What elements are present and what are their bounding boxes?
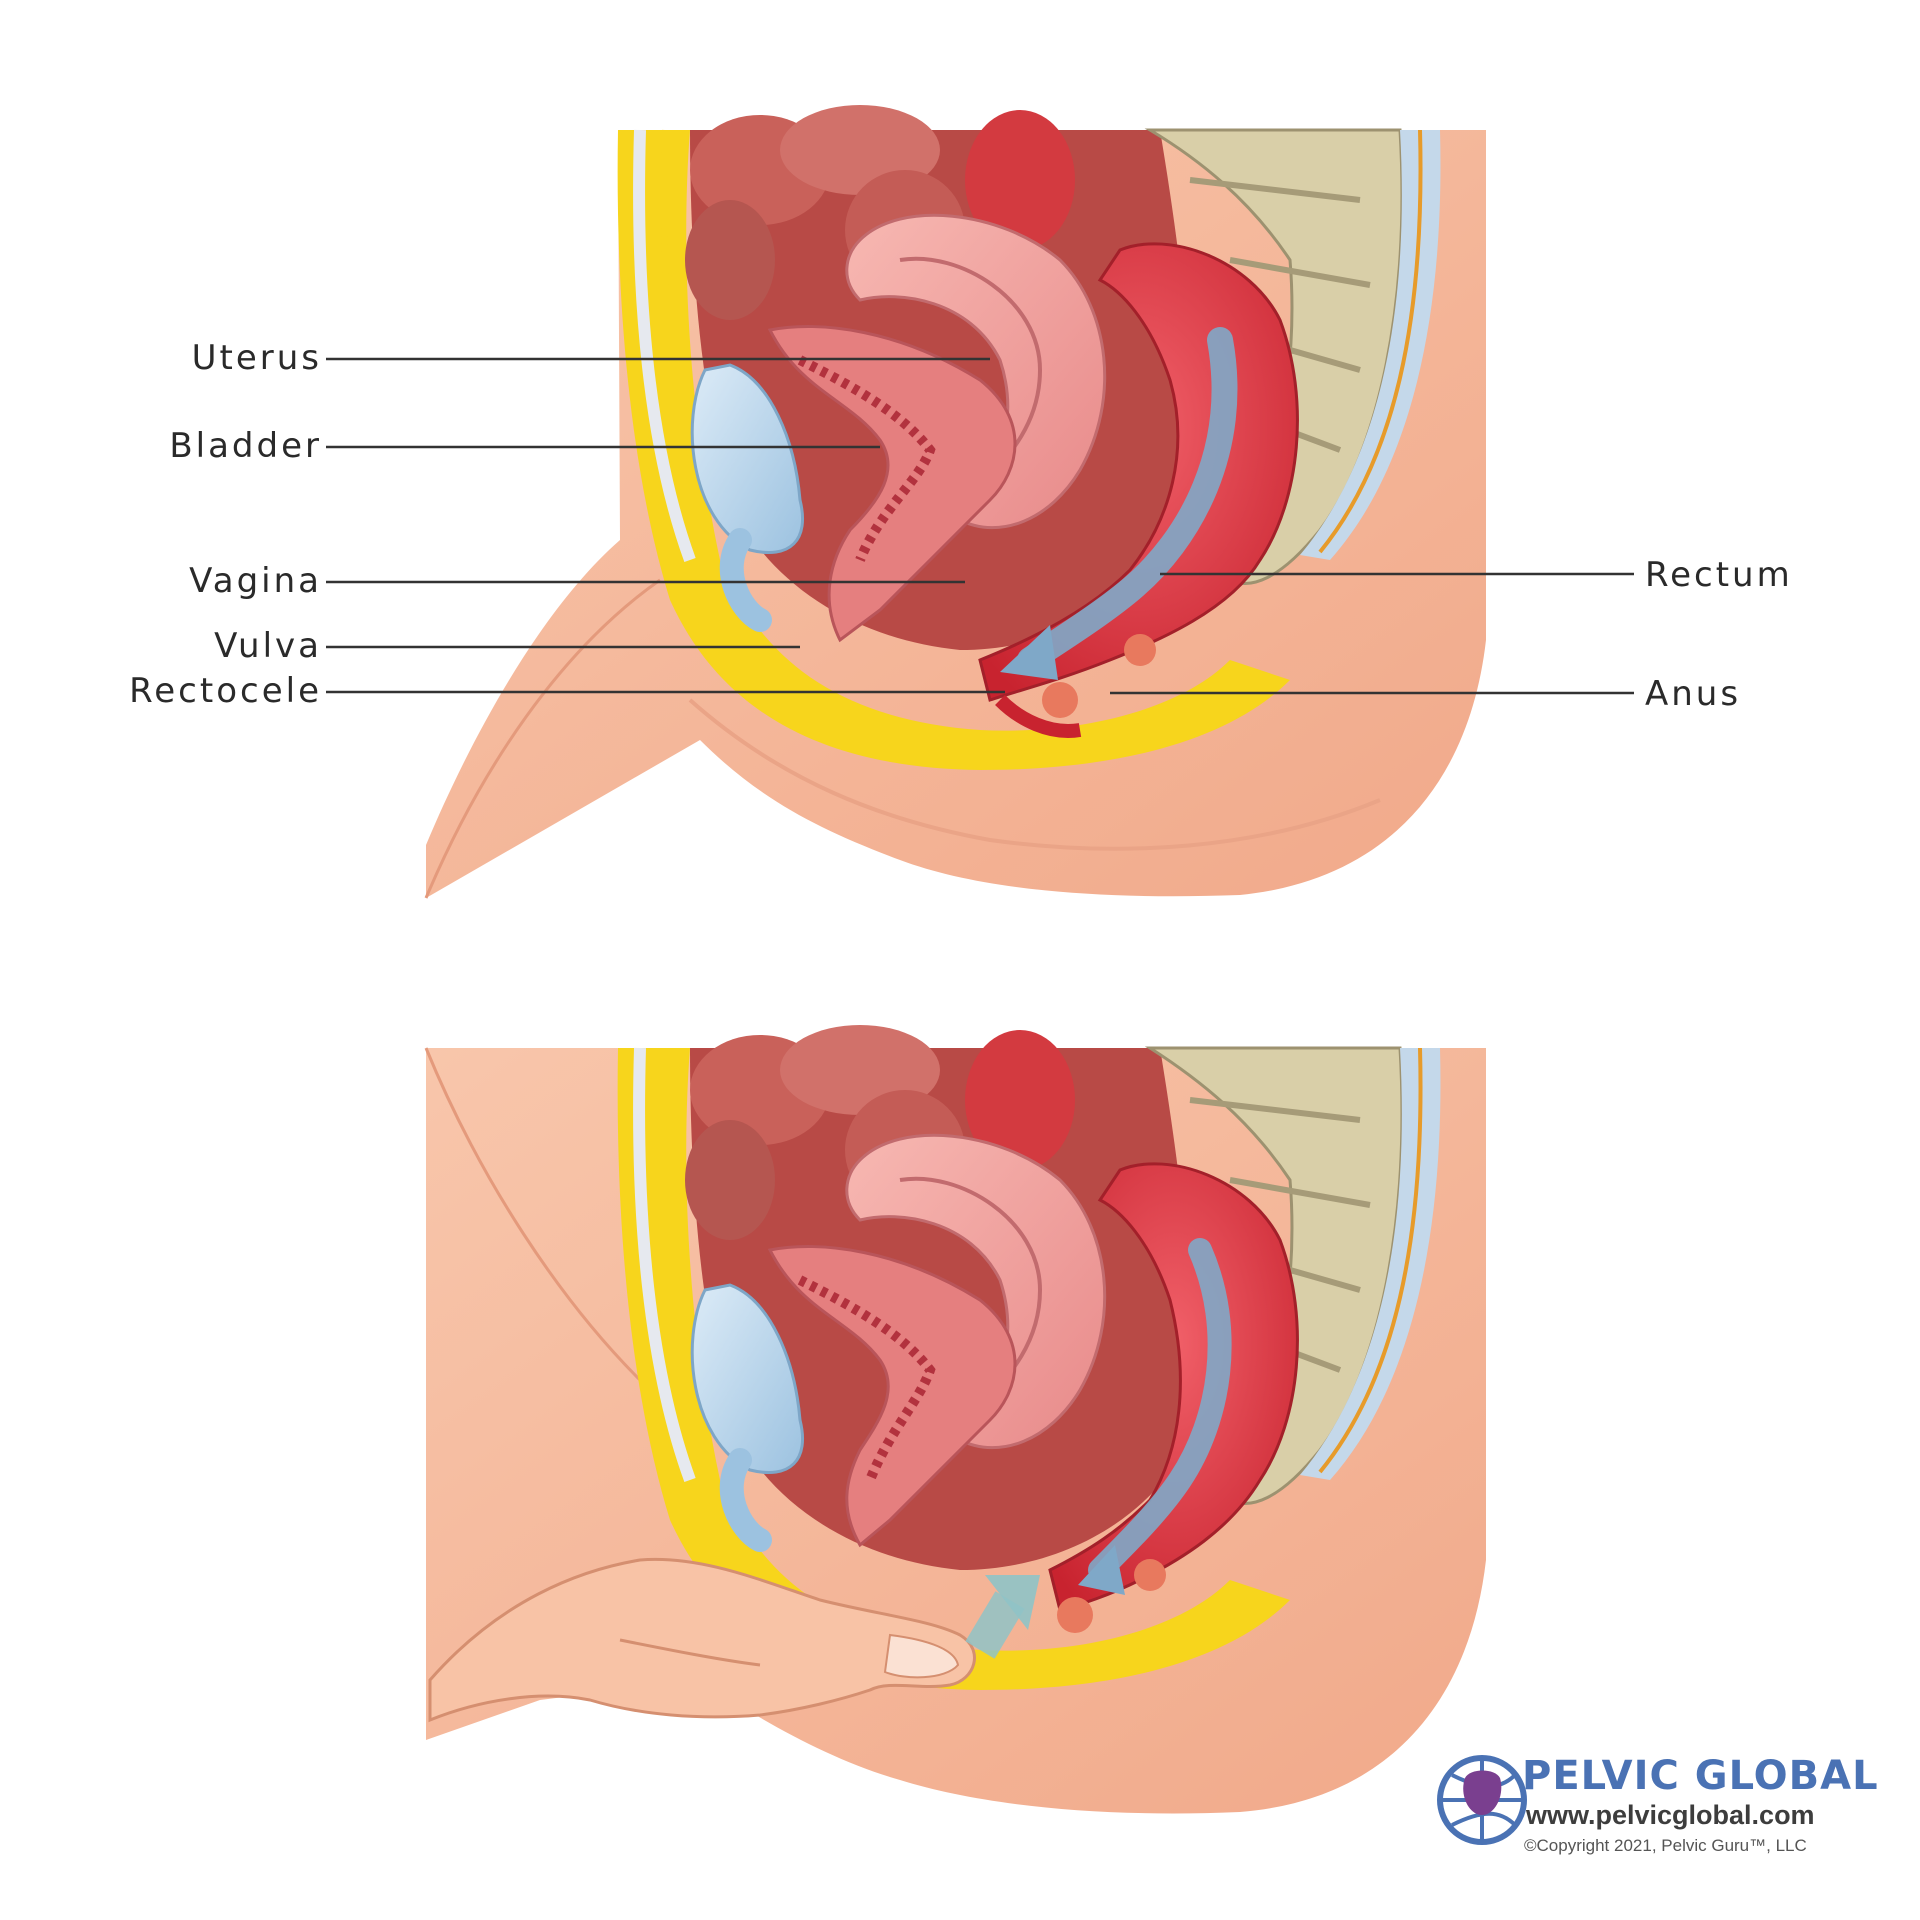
label-rectocele: Rectocele [129,671,322,711]
top-panel-illustration [424,105,1486,899]
label-uterus: Uterus [191,338,322,378]
label-vagina: Vagina [189,561,322,601]
uterus-bottom [845,1133,1107,1450]
top-panel-leaders [326,357,1634,695]
push-arrow-bottom [965,1591,1025,1659]
brand-copyright: ©Copyright 2021, Pelvic Guru™, LLC [1524,1836,1807,1855]
bladder-bottom [690,1283,805,1475]
label-vulva: Vulva [214,626,322,666]
label-bladder: Bladder [169,426,322,466]
brand-name: PELVIC GLOBAL [1522,1753,1879,1799]
uterus-top [845,213,1107,530]
rectum-arrow-bottom [1088,1238,1232,1582]
hand-bottom [428,1557,976,1723]
pelvic-global-logo-mark [1437,1755,1527,1845]
fat-layer-bottom [617,1048,1290,1690]
rectum-arrow-top [1017,327,1238,673]
fat-layer-top [617,130,1290,770]
bladder-top [690,363,805,555]
vagina-top [767,325,1017,643]
bottom-panel-illustration [424,1025,1486,1814]
label-rectum: Rectum [1645,555,1793,595]
vagina-bottom [767,1245,1017,1548]
brand-url: www.pelvicglobal.com [1526,1800,1815,1830]
label-anus: Anus [1645,674,1742,714]
